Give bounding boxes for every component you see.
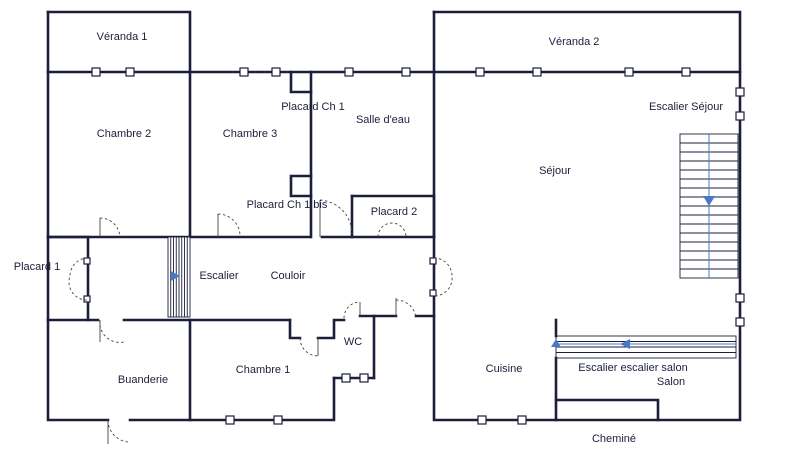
window-sejour1-left: [475, 67, 485, 77]
door-salle-deau: [319, 199, 353, 235]
stair-salon-arrow-1: [620, 339, 630, 349]
exterior-wall-west-lower: [46, 235, 110, 422]
placard1-door-hinge-bottom: [83, 295, 91, 303]
window-sejour2-right: [681, 67, 691, 77]
door-sejour: [433, 257, 453, 297]
label-placard2: Placard 2: [371, 206, 417, 218]
window-salle-left: [344, 67, 354, 77]
door-wc: [343, 301, 361, 319]
label-veranda1: Véranda 1: [97, 31, 148, 43]
window-east-bottom-a: [735, 293, 745, 303]
stair-escalier-salon: [555, 335, 737, 359]
label-placard1: Placard 1: [14, 261, 60, 273]
window-east-top-a: [735, 87, 745, 97]
window-cuisine-left: [477, 415, 487, 425]
exterior-wall-south-left: [128, 376, 336, 422]
label-wc: WC: [344, 336, 362, 348]
stair-escalier-arrow: [171, 271, 180, 281]
window-chambre3-right: [271, 67, 281, 77]
label-placard-ch1-bis: Placard Ch 1 bis: [247, 199, 328, 211]
room-labels: Véranda 1 Véranda 2 Chambre 2 Chambre 3 …: [14, 31, 724, 445]
sejour-door-hinge-bottom: [429, 289, 437, 297]
window-chambre3-left: [239, 67, 249, 77]
placard1-door-hinge-top: [83, 257, 91, 265]
label-escalier-salon: Escalier escalier salon: [578, 362, 687, 374]
door-exterior-buanderie: [107, 419, 131, 443]
veranda1-wall-top: [46, 10, 192, 74]
stair-sejour-arrow: [703, 196, 715, 206]
label-escalier: Escalier: [199, 270, 238, 282]
door-chambre2: [99, 217, 121, 239]
door-chambre3: [217, 213, 241, 237]
windows: [83, 67, 745, 425]
window-east-top-b: [735, 111, 745, 121]
doors: [68, 199, 453, 444]
label-buanderie: Buanderie: [118, 374, 168, 386]
door-placard2: [377, 222, 407, 238]
label-salon: Salon: [657, 376, 685, 388]
door-buanderie: [99, 319, 125, 343]
door-chambre1: [299, 337, 319, 357]
stair-salon-arrow-2: [551, 339, 561, 347]
door-corridor-east: [395, 299, 417, 319]
sejour-door-hinge-top: [429, 257, 437, 265]
wall-placard2: [350, 194, 436, 239]
wall-chambre1-wc: [316, 318, 346, 340]
placard-ch1-notch: [289, 70, 313, 94]
window-east-bottom-b: [735, 317, 745, 327]
wall-placard1: [46, 235, 90, 322]
label-sejour: Séjour: [539, 165, 571, 177]
window-sejour1-right: [532, 67, 542, 77]
label-escalier-sejour: Escalier Séjour: [649, 101, 723, 113]
label-cheminee: Cheminé: [592, 433, 636, 445]
veranda2-wall-top: [432, 10, 742, 74]
wall-chambre1-notch: [288, 318, 302, 340]
label-chambre2: Chambre 2: [97, 128, 151, 140]
label-chambre3: Chambre 3: [223, 128, 277, 140]
window-sejour2-left: [624, 67, 634, 77]
window-chambre2-left: [91, 67, 101, 77]
window-chambre2-right: [125, 67, 135, 77]
window-chambre1-left: [225, 415, 235, 425]
exterior-wall-east: [432, 70, 742, 422]
placard-ch1bis-notch: [289, 174, 313, 198]
window-salle-right: [401, 67, 411, 77]
window-wc-right: [359, 373, 369, 383]
label-chambre1: Chambre 1: [236, 364, 290, 376]
window-cuisine-right: [517, 415, 527, 425]
window-chambre1-right: [273, 415, 283, 425]
label-salle-deau: Salle d'eau: [356, 114, 410, 126]
window-wc-left: [341, 373, 351, 383]
label-couloir: Couloir: [271, 270, 306, 282]
label-veranda2: Véranda 2: [549, 36, 600, 48]
label-placard-ch1: Placard Ch 1: [281, 101, 345, 113]
cheminee-block: [554, 398, 660, 422]
label-cuisine: Cuisine: [486, 363, 523, 375]
